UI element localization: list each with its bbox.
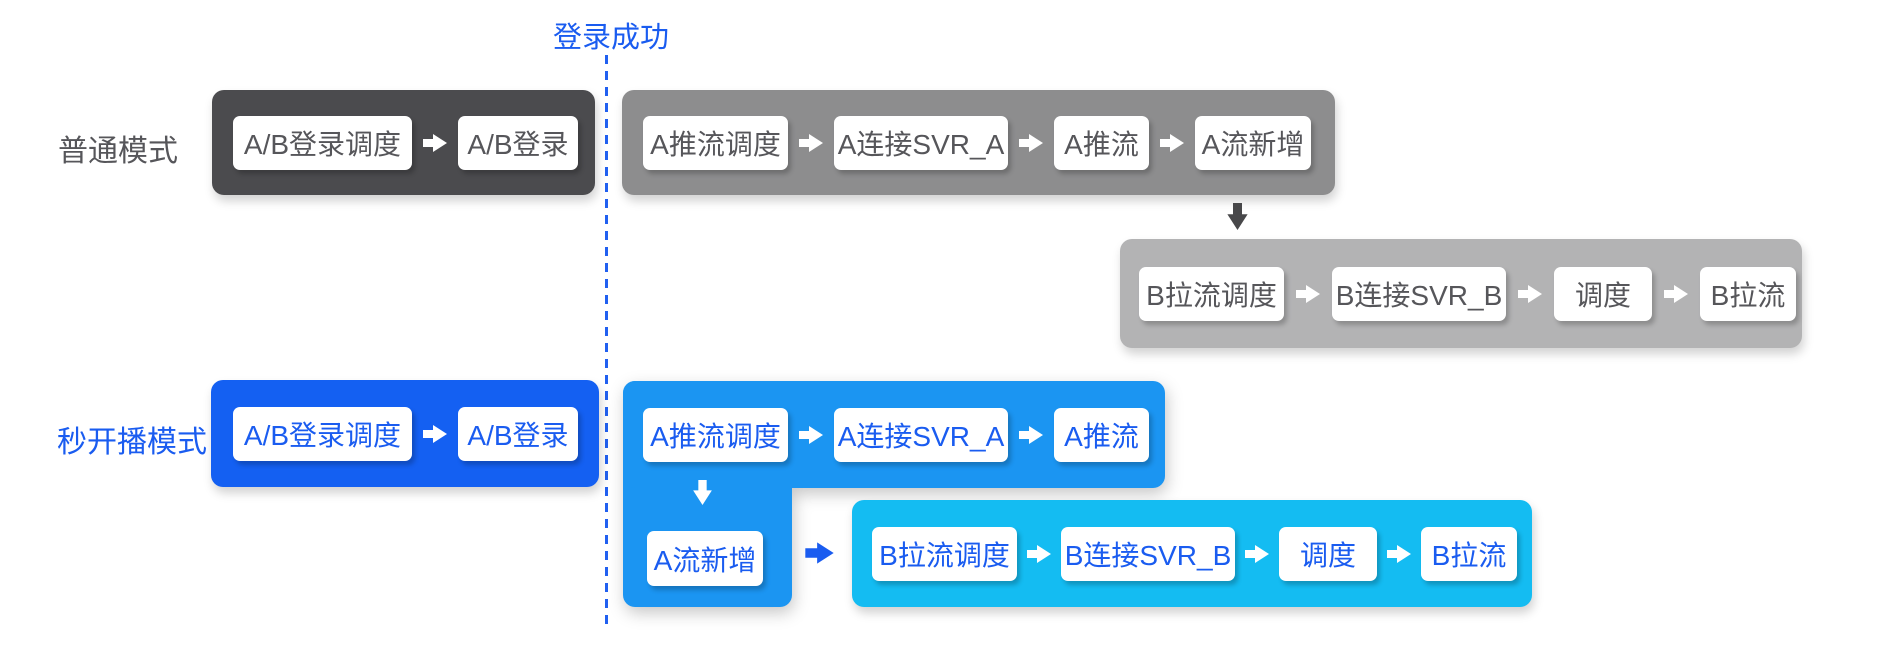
flow-box: B拉流调度 [872,526,1017,581]
fast-pull-group: B拉流调度 B连接SVR_B 调度 B拉流 [852,500,1532,607]
flow-box: A推流调度 [643,115,788,170]
flow-box: A推流 [1054,115,1149,170]
arrow-down-icon [691,480,714,505]
arrow-right-icon [1245,543,1269,565]
arrow-right-icon [799,424,823,446]
flow-box: A/B登录 [458,406,578,461]
arrow-right-connector-icon [805,540,834,566]
arrow-right-icon [799,132,823,154]
flow-box: 调度 [1554,266,1652,321]
normal-push-group: A推流调度 A连接SVR_A A推流 A流新增 [622,90,1335,195]
fast-login-group: A/B登录调度 A/B登录 [211,380,599,487]
arrow-right-icon [1387,543,1411,565]
flow-box: A流新增 [647,531,763,586]
login-success-divider-line [605,55,608,625]
arrow-right-icon [1518,283,1542,305]
flow-box: B拉流调度 [1139,266,1284,321]
flow-box: A推流 [1054,407,1149,462]
flow-box: A推流调度 [643,407,788,462]
fast-push-group: A推流调度 A连接SVR_A A推流 A流新增 [623,381,1165,607]
flow-box: B拉流 [1700,266,1796,321]
flow-box: A/B登录调度 [233,406,412,461]
flow-box: B连接SVR_B [1061,526,1235,581]
fast-mode-label: 秒开播模式 [57,426,207,459]
flow-box: A流新增 [1195,115,1311,170]
arrow-right-icon [423,132,447,154]
flow-box: A/B登录调度 [233,115,412,170]
flow-box: A连接SVR_A [834,407,1008,462]
arrow-right-icon [1027,543,1051,565]
normal-mode-label: 普通模式 [58,135,178,168]
normal-login-group: A/B登录调度 A/B登录 [212,90,595,195]
arrow-right-icon [1160,132,1184,154]
flow-box: A/B登录 [458,115,578,170]
arrow-right-icon [1664,283,1688,305]
arrow-down-connector-icon [1225,203,1250,230]
flow-box: A连接SVR_A [834,115,1008,170]
flow-box: B连接SVR_B [1332,266,1506,321]
normal-pull-group: B拉流调度 B连接SVR_B 调度 B拉流 [1120,239,1802,348]
arrow-right-icon [1296,283,1320,305]
flow-box: 调度 [1279,526,1377,581]
arrow-right-icon [1019,132,1043,154]
arrow-right-icon [1019,424,1043,446]
flow-box: B拉流 [1421,526,1517,581]
login-success-label: 登录成功 [552,22,670,54]
arrow-right-icon [423,423,447,445]
